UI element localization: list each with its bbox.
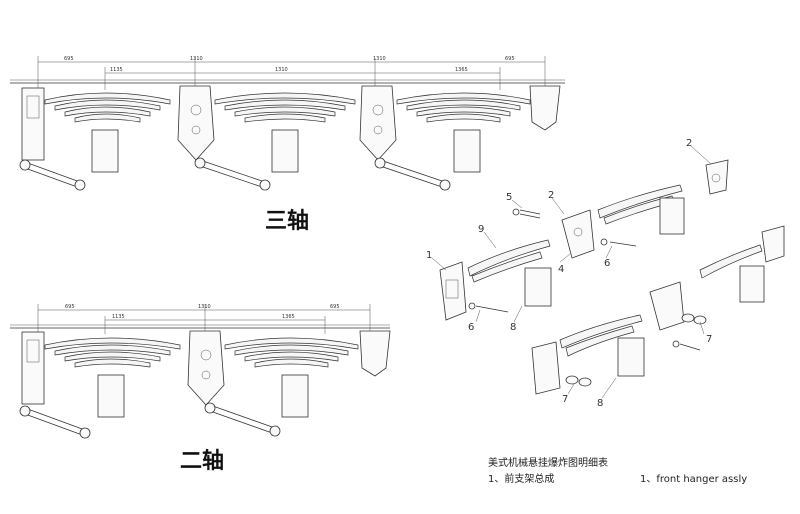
three-axle-label: 三轴 — [265, 208, 309, 234]
exploded-view: 1 2 2 4 5 6 6 7 7 8 8 9 — [426, 138, 785, 409]
callout-4: 4 — [558, 264, 564, 275]
three-axle-assembly: 695 1310 1310 695 1135 1310 1365 — [10, 56, 565, 191]
dim-bot-4: 1135 — [112, 314, 125, 320]
dim-bot-2: 1310 — [198, 304, 211, 310]
dim-top-6: 1310 — [275, 67, 288, 73]
callout-9: 9 — [478, 224, 484, 235]
callout-2a: 2 — [548, 190, 554, 201]
callout-2b: 2 — [686, 138, 692, 149]
callout-7a: 7 — [706, 334, 712, 345]
legend-item-en: 1、front hanger assly — [640, 474, 747, 485]
legend-item-cn: 1、前支架总成 — [488, 472, 554, 485]
legend-title: 美式机械悬挂爆炸图明细表 — [488, 456, 608, 469]
dim-top-1: 695 — [64, 56, 74, 62]
callout-1: 1 — [426, 250, 432, 261]
two-axle-label: 二轴 — [180, 448, 224, 474]
dim-bot-1: 695 — [65, 304, 75, 310]
dim-top-7: 1365 — [455, 67, 468, 73]
callout-7b: 7 — [562, 394, 568, 405]
callout-6a: 6 — [604, 258, 610, 269]
dim-top-4: 695 — [505, 56, 515, 62]
callout-5: 5 — [506, 192, 512, 203]
parts-legend: 美式机械悬挂爆炸图明细表 1、前支架总成 1、front hanger assl… — [488, 456, 747, 485]
dim-bot-3: 695 — [330, 304, 340, 310]
callout-6b: 6 — [468, 322, 474, 333]
callout-8b: 8 — [597, 398, 603, 409]
dim-top-2: 1310 — [190, 56, 203, 62]
callout-8a: 8 — [510, 322, 516, 333]
dim-top-3: 1310 — [373, 56, 386, 62]
dim-bot-5: 1365 — [282, 314, 295, 320]
dim-top-5: 1135 — [110, 67, 123, 73]
two-axle-assembly: 695 1310 695 1135 1365 — [10, 304, 391, 439]
